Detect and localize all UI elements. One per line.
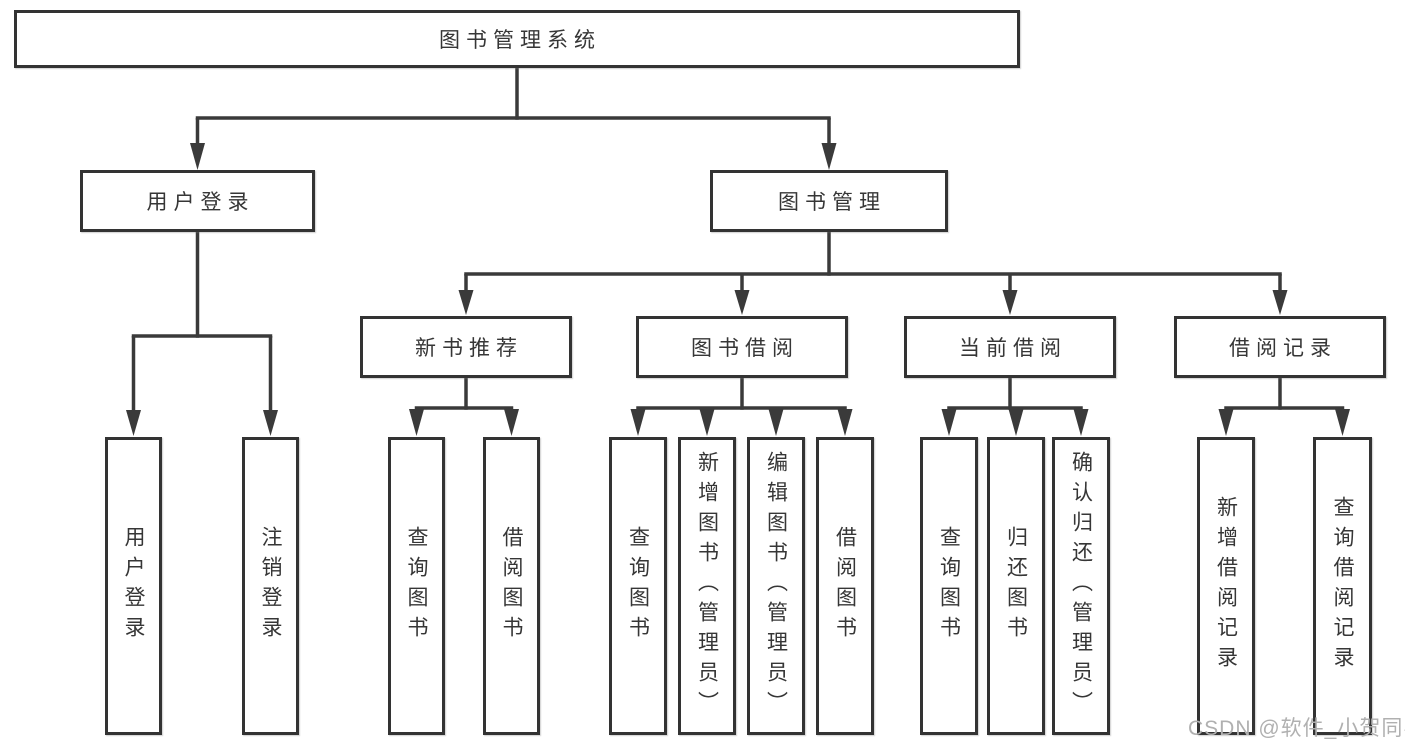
- node-label: 确认归还（管理员）: [1069, 451, 1093, 721]
- node-label: 借阅图书: [500, 526, 523, 646]
- node-label: 查询图书: [626, 526, 650, 646]
- node-label: 用户登录: [122, 526, 145, 646]
- csdn-watermark: CSDN @软件_小贺同学: [1188, 717, 1405, 740]
- leaf-user-login: 用户登录: [105, 437, 162, 735]
- node-label: 新增借阅记录: [1214, 496, 1238, 676]
- node-label: 注销登录: [259, 526, 282, 646]
- node-borrow-records: 借阅记录: [1174, 316, 1386, 378]
- leaf-query-books-current: 查询图书: [920, 437, 978, 735]
- node-label: 用户登录: [146, 191, 255, 214]
- leaf-borrow-books: 借阅图书: [816, 437, 874, 735]
- node-label: 借阅图书: [833, 526, 857, 646]
- node-new-book-recommend: 新书推荐: [360, 316, 572, 378]
- node-label: 借阅记录: [1229, 337, 1337, 360]
- leaf-return-books: 归还图书: [987, 437, 1045, 735]
- leaf-confirm-return-admin: 确认归还（管理员）: [1052, 437, 1110, 735]
- leaf-add-borrow-record: 新增借阅记录: [1197, 437, 1255, 735]
- node-label: 查询图书: [937, 526, 961, 646]
- leaf-borrow-books-recommend: 借阅图书: [483, 437, 540, 735]
- leaf-query-borrow-record: 查询借阅记录: [1313, 437, 1372, 735]
- node-user-login-branch: 用户登录: [80, 170, 315, 232]
- node-label: 图书管理: [778, 191, 886, 214]
- node-label: 归还图书: [1004, 526, 1028, 646]
- leaf-edit-book-admin: 编辑图书（管理员）: [747, 437, 805, 735]
- leaf-query-books-recommend: 查询图书: [388, 437, 445, 735]
- node-book-management: 图书管理: [710, 170, 948, 232]
- node-book-management-system: 图书管理系统: [14, 10, 1020, 68]
- leaf-query-books-borrow: 查询图书: [609, 437, 667, 735]
- leaf-logout-login: 注销登录: [242, 437, 299, 735]
- node-label: 查询图书: [405, 526, 428, 646]
- node-label: 查询借阅记录: [1331, 496, 1354, 676]
- node-current-borrow: 当前借阅: [904, 316, 1116, 378]
- leaf-add-book-admin: 新增图书（管理员）: [678, 437, 736, 735]
- node-label: 图书借阅: [691, 337, 799, 360]
- node-label: 图书管理系统: [439, 29, 601, 52]
- node-label: 编辑图书（管理员）: [764, 451, 788, 721]
- node-label: 新书推荐: [415, 337, 523, 360]
- node-label: 当前借阅: [959, 337, 1067, 360]
- node-label: 新增图书（管理员）: [695, 451, 719, 721]
- node-book-borrow: 图书借阅: [636, 316, 848, 378]
